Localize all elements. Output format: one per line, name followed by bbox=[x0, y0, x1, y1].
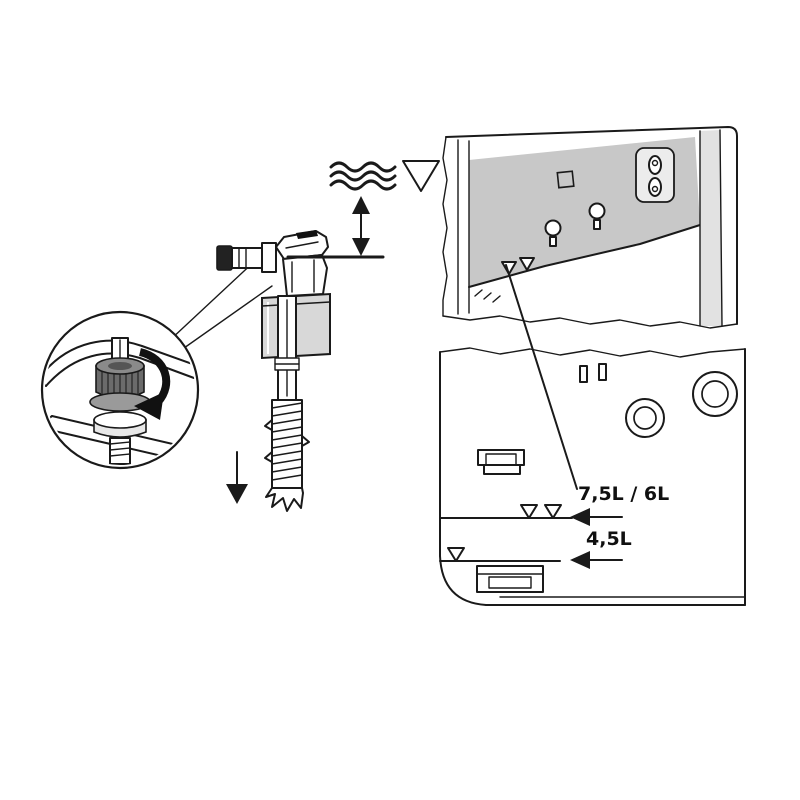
inlet-nut bbox=[261, 242, 277, 273]
inlet-cap bbox=[216, 245, 233, 271]
label-level-low: 4,5L bbox=[586, 528, 632, 550]
square-hole bbox=[556, 170, 575, 189]
level-triangle-high-1 bbox=[520, 504, 538, 519]
flush-seat-box bbox=[476, 565, 544, 593]
slot-hole-2 bbox=[598, 363, 607, 381]
down-arrow-icon bbox=[226, 451, 248, 504]
level-arrow-high bbox=[570, 508, 623, 526]
right-rail bbox=[700, 130, 722, 326]
screw-hole-right bbox=[588, 202, 606, 220]
double-headed-arrow-icon bbox=[352, 196, 370, 256]
water-waves-icon bbox=[329, 161, 397, 191]
boss-large bbox=[692, 371, 738, 417]
inverted-triangle-icon bbox=[402, 160, 440, 192]
level-arrow-low bbox=[570, 551, 623, 569]
tank-level-panel bbox=[439, 347, 746, 606]
valve-body bbox=[282, 254, 328, 297]
curved-rotate-arrow-icon bbox=[134, 348, 171, 420]
screw-hole-left bbox=[544, 219, 562, 237]
frame-detail-panel bbox=[442, 126, 738, 329]
label-level-high: 7,5L / 6L bbox=[578, 483, 669, 505]
torn-edge bbox=[265, 487, 304, 512]
level-triangle-high-2 bbox=[544, 504, 562, 519]
magnifier-contents bbox=[45, 337, 195, 465]
level-triangle-low bbox=[447, 547, 465, 562]
clip-bracket bbox=[477, 449, 525, 475]
level-callout-line bbox=[505, 264, 578, 490]
frame-level-triangle-2 bbox=[519, 257, 535, 271]
valve-cap-slot bbox=[296, 230, 318, 239]
boss-small bbox=[625, 398, 665, 438]
threaded-shaft bbox=[264, 399, 310, 512]
slot-hole-1 bbox=[579, 365, 588, 383]
fill-valve bbox=[216, 230, 331, 512]
magnifier-circle bbox=[40, 310, 200, 470]
inlet-body bbox=[231, 247, 263, 269]
